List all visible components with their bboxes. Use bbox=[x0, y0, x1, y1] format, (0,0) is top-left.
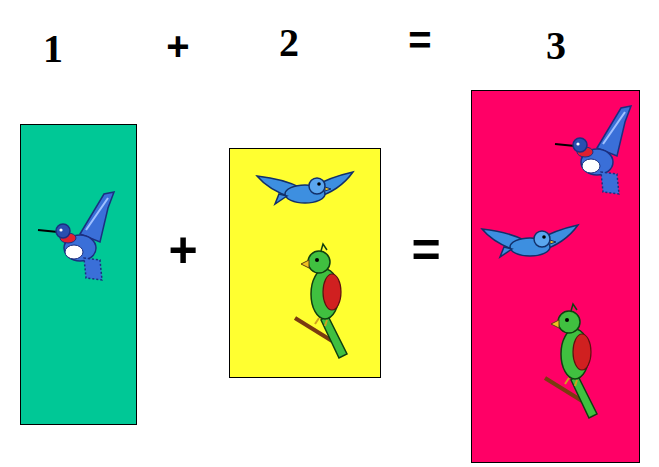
operator-sign: + bbox=[166, 24, 189, 68]
parrot bbox=[545, 304, 597, 418]
operator-sign: + bbox=[168, 222, 197, 278]
heading-wrap: 3 bbox=[546, 26, 566, 66]
box-fill bbox=[229, 148, 381, 378]
picture-box: 2 bbox=[229, 148, 381, 378]
operator-sign: = bbox=[411, 222, 440, 278]
box-fill bbox=[20, 124, 137, 425]
hummingbird bbox=[555, 106, 631, 194]
parrot bbox=[295, 244, 347, 358]
picture-box: 1 bbox=[20, 124, 137, 425]
number-heading: 3 bbox=[546, 23, 566, 68]
heading-wrap: 1 bbox=[43, 29, 63, 69]
bluebird bbox=[482, 225, 578, 257]
hummingbird bbox=[38, 192, 114, 280]
number-heading: 2 bbox=[279, 20, 299, 65]
operator-wrap: = bbox=[408, 20, 431, 60]
operator-wrap: = bbox=[411, 225, 440, 275]
operator-sign: = bbox=[408, 18, 431, 62]
operator-wrap: + bbox=[168, 225, 197, 275]
box-fill bbox=[471, 90, 640, 463]
number-heading: 1 bbox=[43, 26, 63, 71]
heading-wrap: 2 bbox=[279, 23, 299, 63]
operator-wrap: + bbox=[166, 26, 189, 66]
bluebird bbox=[257, 172, 353, 204]
picture-box: 3 bbox=[471, 90, 640, 463]
